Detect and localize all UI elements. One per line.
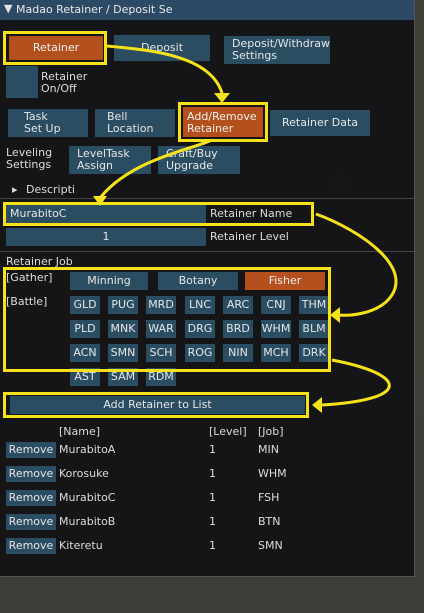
menu-task-setup[interactable]: Task Set Up: [8, 109, 88, 137]
retainer-level-label: Retainer Level: [210, 230, 289, 243]
job-sam-button[interactable]: SAM: [108, 368, 138, 386]
job-rog-button[interactable]: ROG: [185, 344, 215, 362]
job-war-button[interactable]: WAR: [146, 320, 176, 338]
separator: [0, 198, 414, 199]
job-mch-button[interactable]: MCH: [261, 344, 291, 362]
menu-retainer-data[interactable]: Retainer Data: [270, 110, 370, 136]
row-name: MurabitoA: [59, 443, 116, 456]
tab-deposit[interactable]: Deposit: [114, 35, 210, 61]
row-name: MurabitoB: [59, 515, 116, 528]
gather-label: [Gather]: [6, 271, 53, 284]
retainer-level-input[interactable]: 1: [6, 228, 206, 246]
leveling-settings-label: Leveling Settings: [6, 146, 53, 171]
menu-add-remove-retainer[interactable]: Add/Remove Retainer: [183, 107, 263, 137]
job-cnj-button[interactable]: CNJ: [261, 296, 291, 314]
row-level: 1: [209, 467, 216, 480]
job-gld-button[interactable]: GLD: [70, 296, 100, 314]
row-name: Korosuke: [59, 467, 109, 480]
row-level: 1: [209, 539, 216, 552]
row-name: MurabitoC: [59, 491, 116, 504]
retainer-window: ▼ Madao Retainer / Deposit Se Retainer D…: [0, 0, 415, 577]
job-pld-button[interactable]: PLD: [70, 320, 100, 338]
job-thm-button[interactable]: THM: [299, 296, 329, 314]
menu-craft-buy-upgrade[interactable]: Craft/Buy Upgrade: [158, 146, 240, 174]
description-arrow-icon[interactable]: ▸: [12, 183, 18, 196]
job-mnk-button[interactable]: MNK: [108, 320, 138, 338]
job-fisher-button[interactable]: Fisher: [245, 272, 325, 290]
row-level: 1: [209, 443, 216, 456]
row-job: FSH: [258, 491, 280, 504]
add-retainer-button[interactable]: Add Retainer to List: [10, 396, 305, 414]
job-arc-button[interactable]: ARC: [223, 296, 253, 314]
job-minning-button[interactable]: Minning: [70, 272, 148, 290]
job-smn-button[interactable]: SMN: [108, 344, 138, 362]
job-drk-button[interactable]: DRK: [299, 344, 329, 362]
row-level: 1: [209, 491, 216, 504]
job-mrd-button[interactable]: MRD: [146, 296, 176, 314]
remove-button[interactable]: Remove: [6, 466, 56, 482]
retainer-onoff-toggle[interactable]: [6, 66, 38, 98]
separator: [0, 251, 414, 252]
remove-button[interactable]: Remove: [6, 538, 56, 554]
job-nin-button[interactable]: NIN: [223, 344, 253, 362]
retainer-name-input[interactable]: MurabitoC: [6, 205, 206, 223]
tab-deposit-withdraw-settings[interactable]: Deposit/Withdraw Settings: [224, 36, 330, 64]
row-job: WHM: [258, 467, 287, 480]
row-level: 1: [209, 515, 216, 528]
column-header-level: [Level]: [209, 425, 247, 438]
retainer-name-label: Retainer Name: [210, 207, 293, 220]
description-header[interactable]: Descripti: [26, 183, 75, 196]
job-drg-button[interactable]: DRG: [185, 320, 215, 338]
remove-button[interactable]: Remove: [6, 514, 56, 530]
job-sch-button[interactable]: SCH: [146, 344, 176, 362]
collapse-arrow-icon[interactable]: ▼: [4, 2, 13, 15]
job-botany-button[interactable]: Botany: [158, 272, 238, 290]
menu-bell-location[interactable]: Bell Location: [95, 109, 175, 137]
job-whm-button[interactable]: WHM: [261, 320, 291, 338]
remove-button[interactable]: Remove: [6, 442, 56, 458]
job-ast-button[interactable]: AST: [70, 368, 100, 386]
battle-label: [Battle]: [6, 295, 48, 308]
retainer-onoff-label: Retainer On/Off: [41, 70, 88, 95]
row-name: Kiteretu: [59, 539, 103, 552]
remove-button[interactable]: Remove: [6, 490, 56, 506]
job-lnc-button[interactable]: LNC: [185, 296, 215, 314]
row-job: BTN: [258, 515, 281, 528]
retainer-job-header: Retainer Job: [6, 255, 73, 268]
tab-retainer[interactable]: Retainer: [9, 36, 103, 60]
column-header-job: [Job]: [258, 425, 284, 438]
job-brd-button[interactable]: BRD: [223, 320, 253, 338]
row-job: MIN: [258, 443, 279, 456]
row-job: SMN: [258, 539, 283, 552]
window-title: Madao Retainer / Deposit Se: [16, 3, 173, 16]
job-acn-button[interactable]: ACN: [70, 344, 100, 362]
job-pug-button[interactable]: PUG: [108, 296, 138, 314]
job-rdm-button[interactable]: RDM: [146, 368, 176, 386]
title-bar[interactable]: ▼ Madao Retainer / Deposit Se: [0, 0, 414, 20]
column-header-name: [Name]: [59, 425, 101, 438]
job-blm-button[interactable]: BLM: [299, 320, 329, 338]
